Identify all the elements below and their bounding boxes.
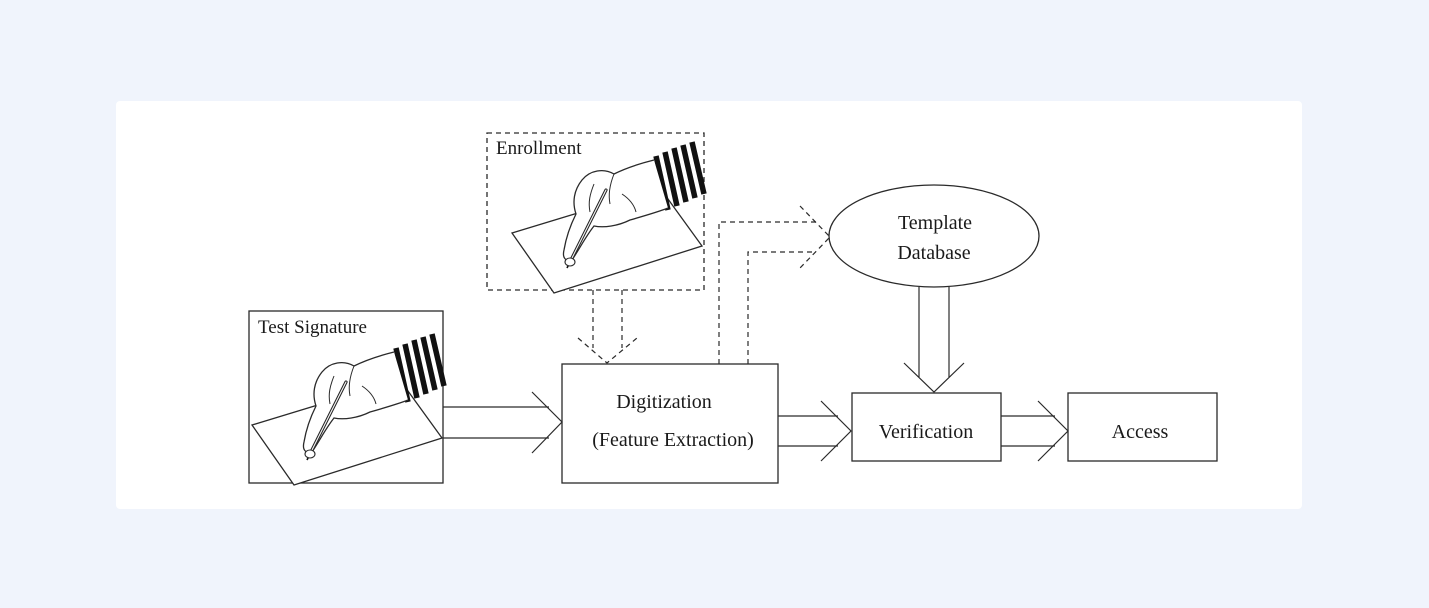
template-label: Template (898, 212, 972, 234)
digitization-box: Digitization (Feature Extraction) (561, 363, 779, 484)
arrow-verification-to-access (1001, 400, 1069, 462)
arrow-digitization-to-template-database (718, 205, 831, 364)
enrollment-box: Enrollment (486, 132, 704, 293)
verification-box: Verification (851, 392, 1002, 462)
test-signature-label: Test Signature (258, 317, 367, 338)
verification-label: Verification (879, 421, 973, 443)
enrollment-label: Enrollment (496, 138, 582, 159)
arrow-template-database-to-verification (903, 287, 965, 393)
hand-writing-with-pen-icon (252, 334, 444, 485)
hand-writing-with-pen-icon (512, 142, 704, 293)
template-database-ellipse: Template Database (828, 184, 1040, 288)
database-label: Database (897, 242, 970, 264)
access-label: Access (1112, 421, 1169, 443)
feature-extraction-label: (Feature Extraction) (592, 429, 754, 451)
arrow-test-to-digitization (443, 391, 563, 454)
digitization-label: Digitization (616, 391, 712, 413)
access-box: Access (1067, 392, 1218, 462)
test-signature-box: Test Signature (248, 310, 444, 485)
arrow-enrollment-to-digitization (577, 290, 638, 364)
arrow-digitization-to-verification (778, 400, 852, 462)
